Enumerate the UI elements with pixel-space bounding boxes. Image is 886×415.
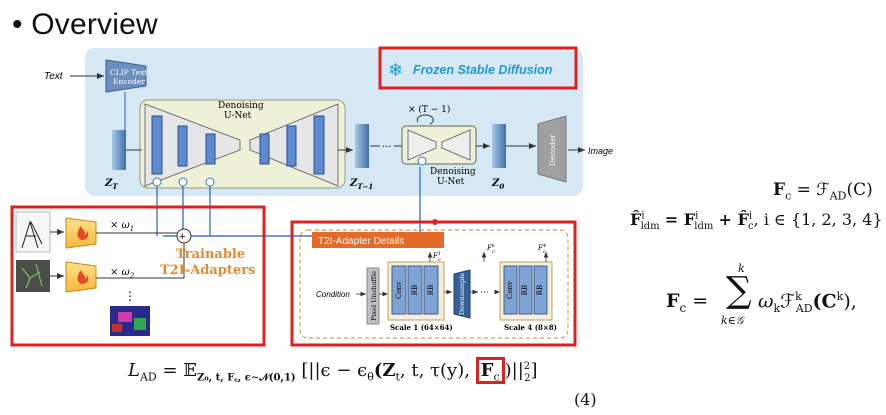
clip-encoder-block bbox=[105, 59, 147, 93]
scale4-conv: Conv bbox=[506, 281, 514, 299]
zt1-latent bbox=[355, 124, 369, 168]
vertical-dots: ⋮ bbox=[124, 289, 136, 303]
snowflake-icon: ❄ bbox=[388, 60, 403, 80]
image-output-label: Image bbox=[588, 146, 613, 156]
scale4-label: Scale 4 (8×8) bbox=[504, 323, 557, 332]
downsample-block bbox=[453, 269, 471, 319]
condition-label: Condition bbox=[316, 290, 350, 299]
scale1-label: Scale 1 (64×64) bbox=[390, 323, 453, 332]
sum-plus: + bbox=[179, 231, 185, 243]
trainable-label-1: Trainable bbox=[176, 247, 245, 262]
unet-label-1: Denoising bbox=[218, 101, 264, 111]
equation-2: F̂ildm = Fildm + F̂ic, i ∈ {1, 2, 3, 4} bbox=[630, 210, 883, 233]
omega2-label: × ω2 bbox=[110, 267, 135, 280]
pixel-unshuffle-block bbox=[366, 267, 380, 325]
clip-label-1: CLIP Text bbox=[110, 68, 147, 77]
clip-label-2: Encoder bbox=[113, 77, 145, 86]
z0-label: Z0 bbox=[491, 178, 504, 191]
trainable-adapters-box bbox=[10, 205, 266, 347]
small-unet-label-2: U-Net bbox=[437, 177, 465, 187]
scale1-conv: Conv bbox=[395, 281, 403, 299]
equation-3: Fc = k ∑ k∈𝒢 ωkℱkAD(Ck), bbox=[666, 262, 857, 327]
downsample-label: Downsample bbox=[458, 273, 466, 315]
frozen-label-box bbox=[378, 46, 578, 90]
decoder-label: Decoder bbox=[548, 134, 557, 166]
frozen-label: Frozen Stable Diffusion bbox=[413, 63, 553, 77]
ellipsis: ··· bbox=[382, 142, 392, 153]
fc-highlight: Fc bbox=[475, 357, 505, 384]
slide-title: • Overview bbox=[12, 8, 158, 42]
bullet: • bbox=[12, 8, 32, 41]
zt-label: ZT bbox=[104, 178, 118, 191]
trainable-label-2: T2I-Adapters bbox=[160, 263, 255, 278]
text-input-label: Text bbox=[44, 71, 64, 82]
zt1-label: ZT−1 bbox=[349, 178, 373, 191]
omega1-label: × ω1 bbox=[110, 220, 134, 233]
zt-latent bbox=[112, 130, 126, 170]
scale4-rb1: RB bbox=[521, 285, 529, 295]
details-title: T2I-Adapter Details bbox=[318, 236, 404, 247]
slide-title-text: Overview bbox=[31, 8, 158, 41]
details-ellipsis: ··· bbox=[480, 288, 489, 298]
unet-label-2: U-Net bbox=[224, 111, 252, 121]
equation-number: (4) bbox=[574, 390, 597, 409]
details-title-tab bbox=[312, 232, 444, 248]
pixel-unshuffle-label: Pixel Unshuffle bbox=[370, 271, 378, 321]
small-unet-label-1: Denoising bbox=[430, 167, 476, 177]
sum-node bbox=[176, 228, 192, 244]
loss-equation: LAD = 𝔼Z₀, t, F꜀, ϵ∼𝒩(0,1) [||ϵ − ϵθ(Zt,… bbox=[128, 357, 538, 384]
decoder-block bbox=[537, 115, 567, 183]
scale1-rb2: RB bbox=[427, 285, 435, 295]
equation-1: Fc = ℱAD(C) bbox=[773, 180, 873, 203]
z0-latent bbox=[492, 124, 506, 168]
scale1-rb1: RB bbox=[411, 285, 419, 295]
scale4-rb2: RB bbox=[536, 285, 544, 295]
repeat-label: × (T − 1) bbox=[408, 104, 450, 115]
sketch-condition-thumb bbox=[15, 211, 51, 253]
